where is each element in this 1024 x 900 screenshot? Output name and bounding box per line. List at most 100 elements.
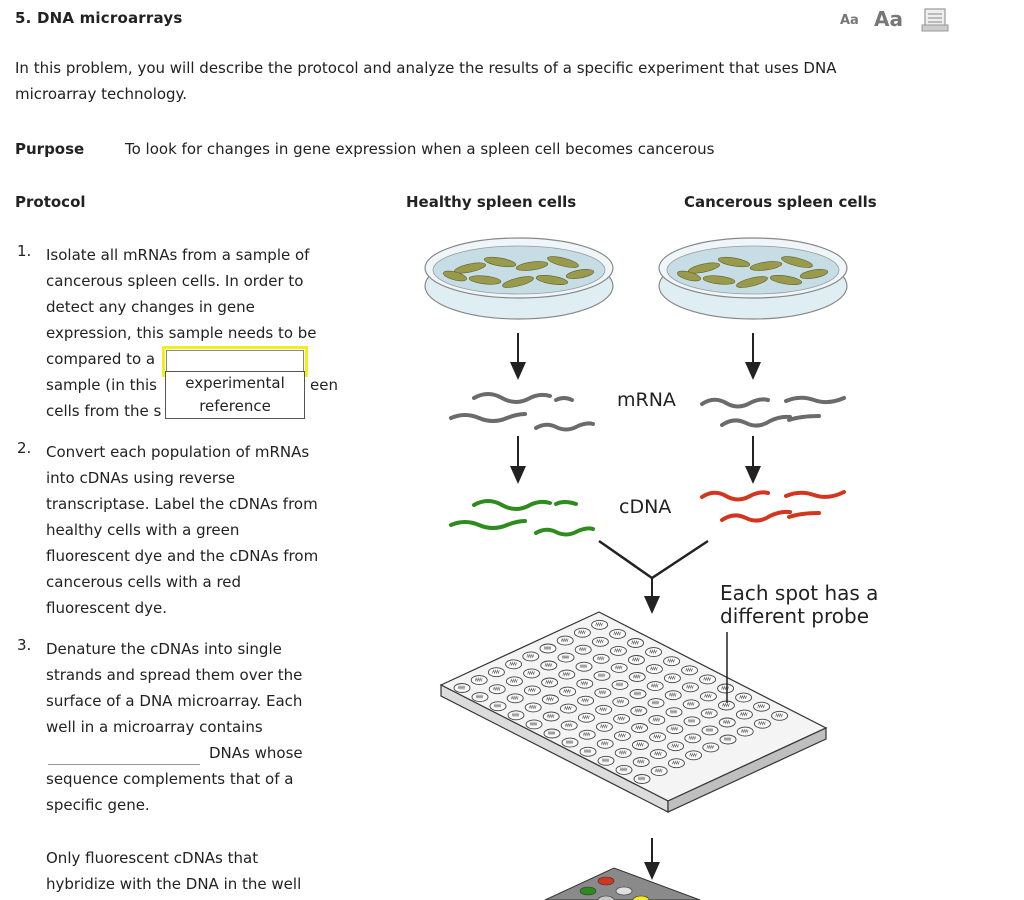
microarray-well xyxy=(541,677,559,688)
microarray-well xyxy=(664,690,682,701)
microarray-well xyxy=(629,689,647,699)
step-line: specific gene. xyxy=(46,796,150,814)
step-2-text: Convert each population of mRNAs into cD… xyxy=(46,439,346,621)
microarray-well xyxy=(560,720,578,731)
microarray-well xyxy=(579,746,597,757)
microarray-well xyxy=(558,669,576,680)
step-line: into cDNAs using reverse xyxy=(46,469,236,487)
probe-strand xyxy=(528,687,536,693)
step-line: expression, this sample needs to be xyxy=(46,324,317,342)
microarray-well xyxy=(609,628,627,639)
microarray-well xyxy=(557,652,575,663)
microarray-well xyxy=(681,665,699,676)
step-line: Isolate all mRNAs from a sample of xyxy=(46,246,310,264)
answer-blank[interactable] xyxy=(48,764,200,765)
microarray-well xyxy=(663,673,681,684)
probe-strand xyxy=(547,730,556,736)
font-size-large-button[interactable]: Aa xyxy=(874,7,903,31)
microarray-slide xyxy=(439,611,828,813)
probe-strand xyxy=(600,740,609,746)
microarray-well xyxy=(628,672,646,682)
microarray-well xyxy=(453,683,471,693)
probe-strand xyxy=(670,726,679,732)
probe-strand xyxy=(686,701,695,707)
probe-strand xyxy=(758,720,766,726)
probe-strand xyxy=(582,714,590,720)
microarray-well xyxy=(649,749,667,760)
microarray-well xyxy=(576,678,594,689)
step-line-part: een xyxy=(309,376,338,394)
probe-strand xyxy=(599,706,607,712)
microarray-well xyxy=(613,730,631,741)
print-icon[interactable] xyxy=(921,8,949,32)
step-line: healthy cells with a green xyxy=(46,521,240,539)
dropdown-option-reference[interactable]: reference xyxy=(199,397,271,415)
probe-strand xyxy=(546,696,554,702)
microarray-well xyxy=(578,729,596,740)
probe-strand xyxy=(636,742,644,747)
microarray-well xyxy=(683,716,701,727)
microarray-well xyxy=(645,647,663,658)
microarray-well xyxy=(595,704,613,715)
microarray-well xyxy=(650,766,668,777)
microarray-well xyxy=(702,742,720,753)
probe-strand xyxy=(654,751,662,757)
probe-strand xyxy=(631,640,639,645)
microarray-well xyxy=(489,701,507,712)
probe-strand xyxy=(582,731,591,737)
probe-strand xyxy=(688,735,697,741)
probe-strand xyxy=(667,658,675,664)
probe-strand xyxy=(528,704,537,710)
microarray-well xyxy=(542,711,560,722)
probe-strand xyxy=(545,679,553,685)
step-line: cancerous spleen cells. In order to xyxy=(46,272,304,290)
probe-strand xyxy=(669,709,678,715)
step-line: Convert each population of mRNAs xyxy=(46,443,310,461)
probe-strand xyxy=(510,678,518,684)
probe-strand xyxy=(564,705,572,711)
probe-strand xyxy=(739,694,747,700)
probe-strand xyxy=(668,692,677,698)
microarray-wells xyxy=(453,619,789,784)
microarray-well xyxy=(596,738,614,749)
probe-strand xyxy=(740,728,749,734)
probe-strand xyxy=(457,685,466,690)
font-size-small-button[interactable]: Aa xyxy=(840,13,859,28)
probe-strand xyxy=(687,718,696,724)
microarray-well xyxy=(541,694,559,705)
microarray-well xyxy=(701,725,719,736)
microarray-well xyxy=(645,664,663,675)
microarray-well xyxy=(525,719,543,730)
microarray-well xyxy=(488,684,506,695)
step-line: compared to a xyxy=(46,350,156,368)
probe-strand xyxy=(598,689,607,695)
probe-strand xyxy=(563,688,571,694)
microarray-well xyxy=(543,728,561,739)
microarray-well xyxy=(595,721,613,732)
microarray-well xyxy=(753,701,771,712)
dropdown-option-experimental[interactable]: experimental xyxy=(185,374,285,392)
probe-strand xyxy=(706,744,715,750)
microarray-well xyxy=(699,674,717,685)
probe-strand xyxy=(583,748,592,754)
microarray-well xyxy=(681,682,699,693)
intro-line: In this problem, you will describe the p… xyxy=(15,59,837,77)
microarray-well xyxy=(471,692,489,703)
microarray-well xyxy=(667,758,685,769)
probe-strand xyxy=(560,637,569,643)
microarray-well xyxy=(523,685,541,696)
step-line: hybridize with the DNA in the well xyxy=(46,875,302,893)
step-number: 3. xyxy=(17,636,32,654)
after-text: Only fluorescent cDNAs that hybridize wi… xyxy=(46,845,346,897)
microarray-well xyxy=(556,635,574,646)
microarray-well xyxy=(612,696,630,707)
probe-strand xyxy=(636,759,645,764)
mrna-label: mRNA xyxy=(617,389,676,411)
microarray-well xyxy=(524,702,542,713)
result-slide xyxy=(544,867,701,900)
probe-strand xyxy=(668,675,676,681)
microarray-well xyxy=(577,695,595,706)
microarray-well xyxy=(666,724,684,735)
probe-strand xyxy=(614,647,622,653)
